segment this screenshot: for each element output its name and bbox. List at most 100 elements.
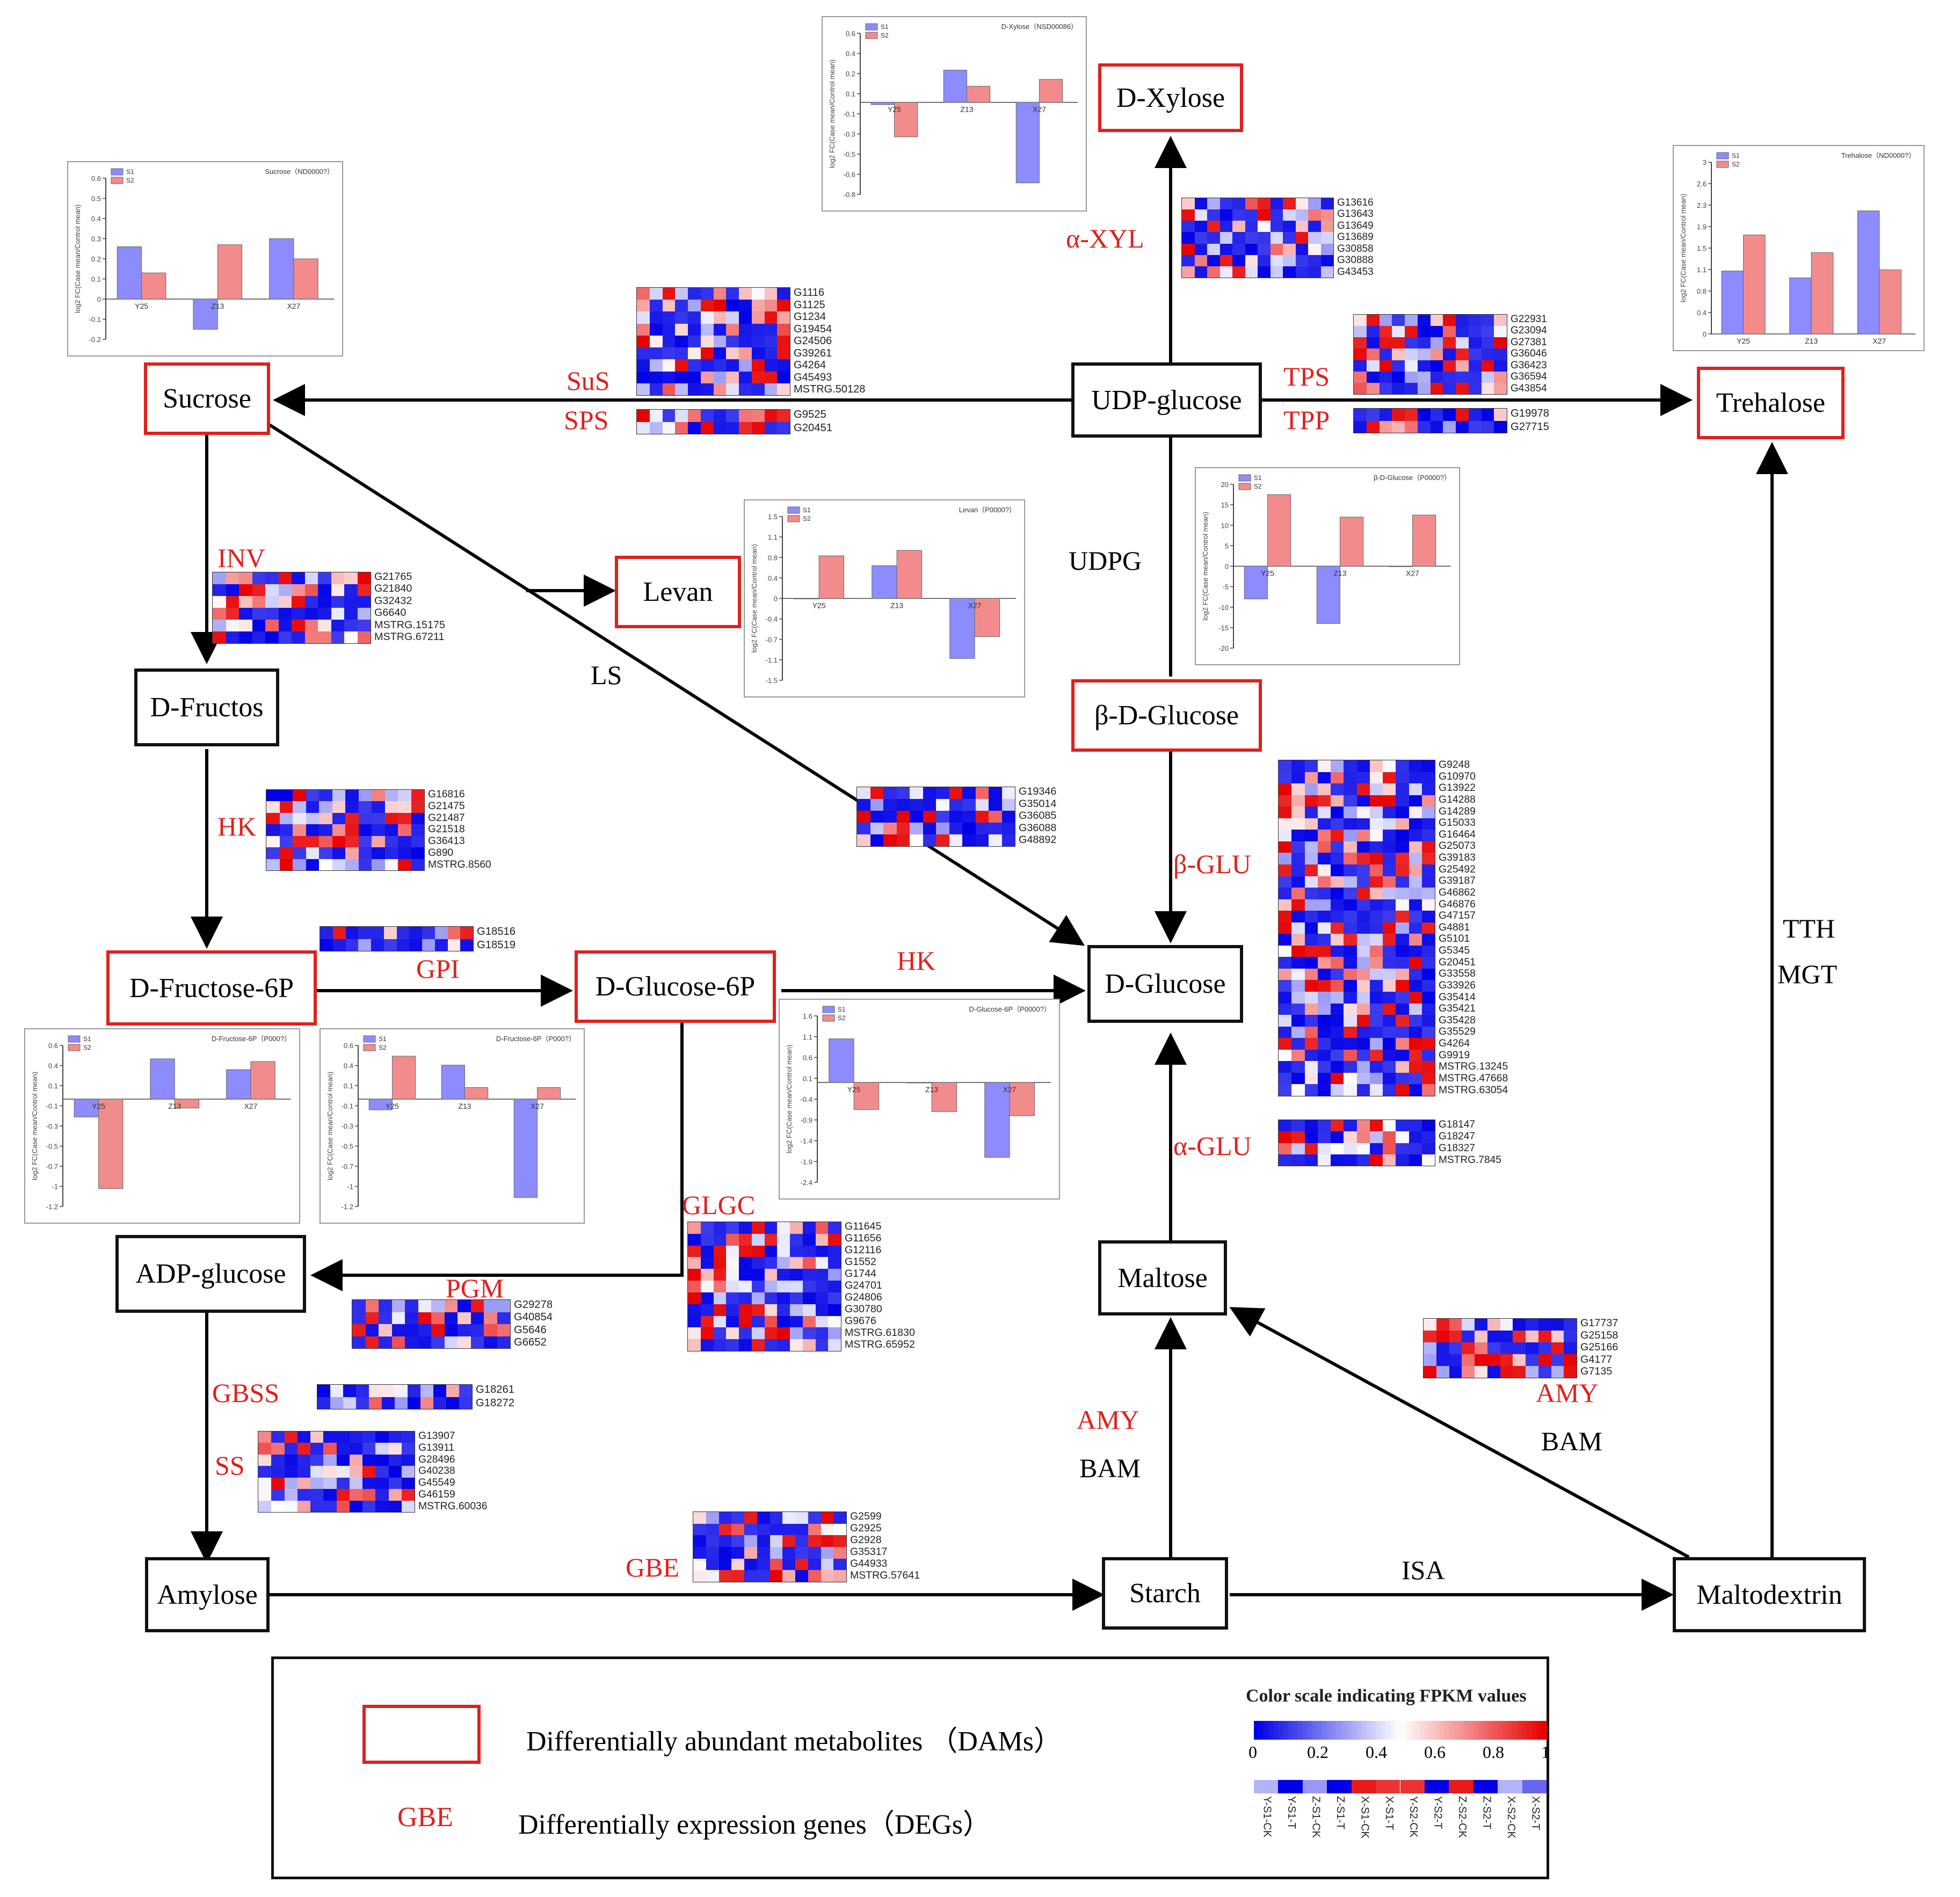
enzyme-pgm[interactable]: PGM: [446, 1273, 504, 1303]
heatmap-cell: [857, 834, 870, 846]
node-maltodextrin[interactable]: Maltodextrin: [1673, 1557, 1866, 1632]
heatmap-cell: [1356, 795, 1370, 807]
enzyme-tpp[interactable]: TPP: [1283, 405, 1330, 435]
heatmap-cell: [718, 1512, 732, 1524]
bar-chart-category-label: Y25: [1261, 569, 1274, 578]
bar-chart-y-tick-label: -0.1: [46, 1102, 58, 1110]
enzyme-sps[interactable]: SPS: [564, 405, 609, 435]
heatmap-cell: [700, 1281, 714, 1292]
bar-chart-category-label: X27: [1872, 337, 1886, 345]
heatmap-cell: [1304, 1131, 1318, 1143]
bar-chart-y-tick-label: -15: [1218, 624, 1229, 632]
legend-dam-text: Differentially abundant metabolites （DAM…: [526, 1726, 1062, 1757]
heatmap-cell: [1369, 806, 1383, 818]
heatmap-cell: [1421, 1038, 1435, 1050]
node-d-glucose-6p[interactable]: D-Glucose-6P: [575, 950, 776, 1023]
heatmap-cell: [1354, 360, 1367, 372]
enzyme-glgc[interactable]: GLGC: [682, 1190, 756, 1220]
bar-chart-title: D-Glucose-6P（P0000?）: [969, 1005, 1051, 1013]
heatmap-cell: [1219, 255, 1232, 266]
heatmap-cell: [790, 1245, 803, 1258]
heatmap-cell: [356, 1397, 369, 1409]
heatmap-cell: [1409, 888, 1422, 899]
heatmap-cell: [1182, 243, 1195, 255]
heatmap-cell: [1207, 198, 1220, 210]
heatmap-cell: [808, 1523, 821, 1536]
node-maltose[interactable]: Maltose: [1098, 1240, 1227, 1315]
heatmap-cell: [1344, 1084, 1357, 1096]
heatmap-cell: [345, 859, 359, 870]
bar-chart-bar: [949, 598, 975, 659]
enzyme-hk-2[interactable]: HK: [897, 946, 936, 976]
node-amylose[interactable]: Amylose: [145, 1557, 270, 1632]
heatmap-cell: [1443, 315, 1456, 326]
heatmap-cell: [239, 631, 252, 643]
enzyme-gbe[interactable]: GBE: [626, 1552, 679, 1582]
enzyme-amy-1[interactable]: AMY: [1077, 1405, 1139, 1435]
node-levan[interactable]: Levan: [615, 556, 741, 628]
heatmap-cell: [1344, 1015, 1357, 1027]
node-trehalose[interactable]: Trehalose: [1697, 367, 1845, 439]
heatmap-cell: [349, 1443, 362, 1455]
heatmap-cell: [1270, 221, 1283, 232]
heatmap-gene-label: G30780: [845, 1303, 882, 1315]
heatmap-gene-label: G4264: [794, 359, 826, 371]
heatmap-cell: [1436, 1331, 1449, 1342]
node-d-xylose[interactable]: D-Xylose: [1098, 63, 1243, 132]
heatmap-cell: [1456, 326, 1469, 338]
enzyme-a-xyl[interactable]: α-XYL: [1066, 223, 1144, 253]
heatmap-cell: [297, 1443, 310, 1455]
heatmap-cell: [1001, 834, 1015, 846]
enzyme-amy-2[interactable]: AMY: [1536, 1378, 1599, 1408]
heatmap-cell: [1317, 957, 1331, 969]
heatmap-cell: [345, 927, 359, 939]
enzyme-b-glu[interactable]: β-GLU: [1173, 849, 1251, 879]
heatmap-cell: [1487, 1366, 1500, 1378]
node-starch[interactable]: Starch: [1102, 1557, 1228, 1630]
node-udp-glucose[interactable]: UDP-glucose: [1071, 362, 1262, 438]
heatmap-cell: [1405, 360, 1418, 372]
legend-scale-segment: [1478, 1721, 1484, 1740]
heatmap-cell: [252, 608, 265, 620]
heatmap-cell: [357, 572, 371, 584]
heatmap-cell: [815, 1304, 829, 1316]
enzyme-gpi[interactable]: GPI: [416, 954, 460, 984]
legend-scale-segment: [1414, 1721, 1420, 1740]
node-sucrose[interactable]: Sucrose: [144, 362, 270, 435]
node-label: Sucrose: [163, 383, 251, 414]
heatmap-cell: [1487, 1319, 1500, 1331]
enzyme-gbss[interactable]: GBSS: [212, 1378, 280, 1408]
heatmap-cell: [713, 1304, 727, 1316]
heatmap-cell: [1356, 888, 1370, 899]
enzyme-tps[interactable]: TPS: [1283, 361, 1330, 391]
node-adp-glucose[interactable]: ADP-glucose: [115, 1235, 306, 1313]
heatmap-gene-label: G2925: [850, 1522, 882, 1535]
enzyme-sus[interactable]: SuS: [567, 366, 610, 396]
heatmap-cell: [344, 596, 358, 608]
heatmap-cell: [821, 1512, 834, 1524]
heatmap-cell: [815, 1233, 829, 1246]
legend-scale-segment: [1268, 1721, 1274, 1740]
enzyme-ss[interactable]: SS: [215, 1450, 245, 1480]
heatmap-gene-label: G39261: [794, 347, 832, 359]
node-d-glucose[interactable]: D-Glucose: [1087, 945, 1243, 1023]
heatmap-cell: [1304, 899, 1318, 911]
label-bam-1: BAM: [1079, 1453, 1141, 1483]
node-d-fructos[interactable]: D-Fructos: [134, 668, 279, 746]
legend-scale-segment: [1283, 1721, 1289, 1740]
enzyme-hk-1[interactable]: HK: [217, 811, 257, 841]
heatmap-cell: [1462, 1331, 1475, 1342]
enzyme-a-glu[interactable]: α-GLU: [1173, 1131, 1252, 1161]
heatmap-cell: [675, 335, 688, 348]
heatmap-cell: [688, 1339, 701, 1351]
heatmap-gene-label: G36594: [1511, 371, 1547, 383]
heatmap-cell: [828, 1233, 841, 1246]
node-beta-d-glucose[interactable]: β-D-Glucose: [1071, 679, 1262, 752]
heatmap-cell: [1291, 1003, 1305, 1015]
enzyme-inv[interactable]: INV: [217, 543, 265, 573]
node-d-fructose-6p[interactable]: D-Fructose-6P: [106, 950, 317, 1026]
bar-chart-legend-swatch: [363, 1044, 376, 1051]
heatmap-cell: [265, 572, 279, 584]
